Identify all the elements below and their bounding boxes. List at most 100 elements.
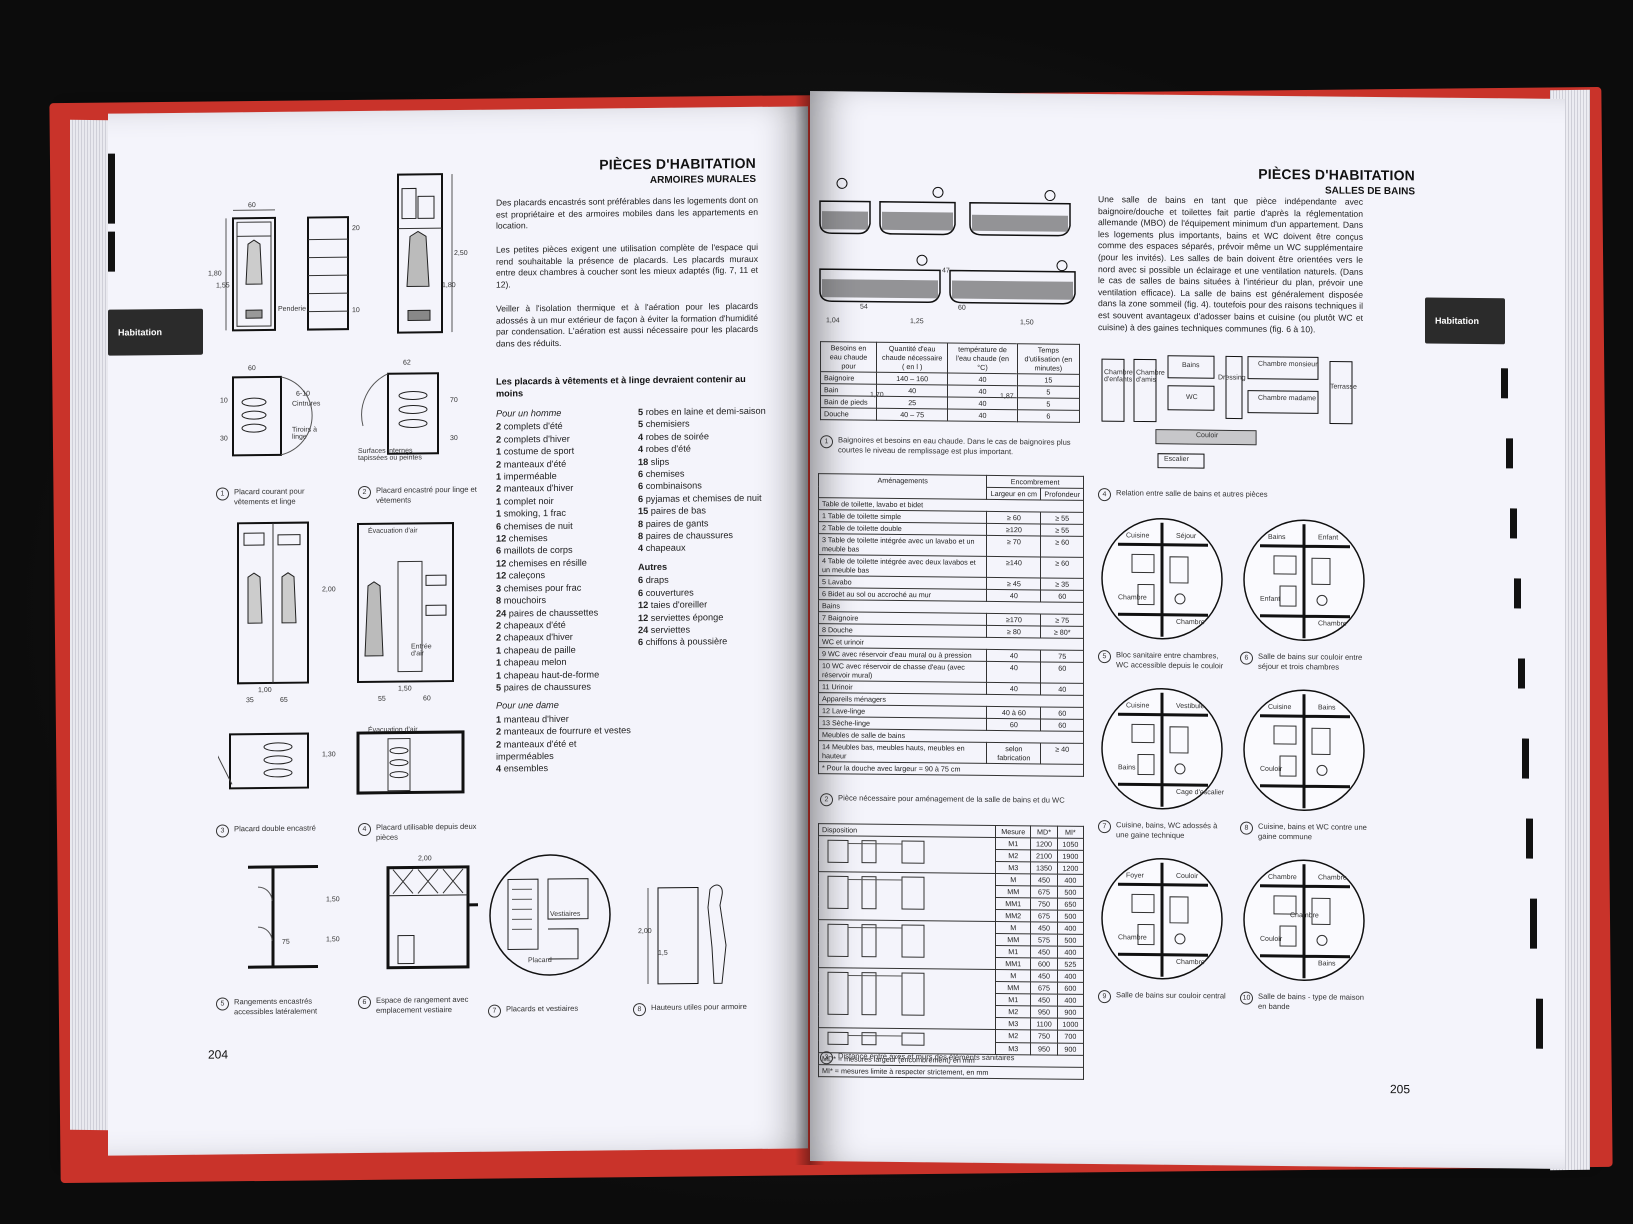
caption-5-number: 5 [216, 997, 229, 1011]
t3-cell: 900 [1057, 1006, 1084, 1019]
list-item-text: robes d'été [645, 443, 691, 455]
t2-cell: 60 [1040, 718, 1084, 732]
t3-header-4: MI* [1057, 826, 1084, 839]
plan-room-label: Bains [1268, 533, 1286, 542]
list-item-text: chapeaux [645, 543, 686, 554]
t2-row: 14 Meubles bas, meubles hauts, meubles e… [818, 740, 1084, 765]
t2-cell: 60 [1040, 706, 1084, 720]
caption-8-text: Hauteurs utiles pour armoire [651, 1001, 747, 1012]
t2-cell: ≥140 [986, 556, 1041, 578]
list-item-text: paires de chaussures [645, 530, 734, 542]
plan4-label: Escalier [1164, 455, 1189, 464]
list-item-qty: 24 [638, 624, 649, 636]
caption-6-text: Espace de rangement avec emplacement ves… [376, 994, 469, 1015]
page-edges-left [70, 119, 110, 1131]
thumb-index-mark [1501, 368, 1508, 399]
list-heading: Les placards à vêtements et à linge devr… [496, 373, 746, 399]
t3-cell: M1 [995, 837, 1031, 850]
caption-7-number: 7 [488, 1004, 501, 1018]
caption-4-number: 4 [358, 822, 371, 837]
t2-cell: ≥ 60 [986, 511, 1041, 524]
t1-cell: Douche [820, 407, 877, 421]
list-item-text: complets d'été [503, 421, 563, 432]
list-item-qty: 18 [638, 456, 649, 467]
t2-cell: ≥ 55 [1040, 523, 1084, 537]
t2-cell: 4 Table de toilette intégrée avec deux l… [818, 554, 987, 578]
thumb-index-mark [1522, 738, 1529, 779]
fig4-dim-d: 60 [423, 695, 431, 703]
bath-dim-5: 1,50 [1020, 319, 1034, 327]
list-item: 4 ensembles [496, 762, 631, 776]
fig7-label-2: Placard [528, 957, 552, 965]
t3-cell: M2 [995, 849, 1031, 862]
list-item-text: manteaux de fourrure et vestes [503, 725, 631, 737]
t2-cell: 40 [986, 661, 1041, 683]
left-page-header: PIÈCES D'HABITATION ARMOIRES MURALES [599, 155, 756, 187]
list-item-text: manteaux d'hiver [503, 483, 574, 494]
list-item-text: draps [645, 575, 669, 586]
figure-2-wardrobe: 2,50 1,80 [388, 170, 468, 341]
plan-room-label: Cuisine [1126, 702, 1150, 710]
caption-r3-text: Distance entre axes et murs des éléments… [838, 1051, 1015, 1063]
t2-cell: 40 [986, 649, 1041, 662]
plan-room-label: Foyer [1126, 872, 1144, 880]
fig8-dim-a: 2,00 [638, 927, 652, 936]
t3-cell: MM [995, 981, 1031, 994]
thumb-index-mark [108, 231, 115, 272]
plan4-label: WC [1186, 393, 1198, 402]
list-item-qty: 4 [496, 763, 502, 774]
t1-cell: 140 – 160 [876, 372, 948, 385]
fig3-dim-g: 30 [220, 435, 228, 443]
plan-room-label: Chambre [1176, 958, 1205, 967]
list-item-text: slips [650, 456, 670, 467]
figure-1-wardrobe: 60 1,80 1,55 Penderie 20 10 [208, 198, 458, 346]
caption-1-text: Placard courant pour vêtements et linge [234, 486, 305, 506]
t1-header-4: Temps d'utilisation (en minutes) [1017, 343, 1080, 375]
t2-header-group: Encombrement [986, 475, 1084, 489]
t1-cell: 40 [947, 396, 1018, 410]
list-item-qty: 6 [638, 469, 644, 480]
fig6-dim-b: 1,50 [326, 936, 340, 944]
figure-6-plans: 1,50 1,50 75 2,00 [218, 855, 478, 978]
plan-room-label: Chambre [1318, 620, 1347, 628]
t2-cell: ≥120 [986, 523, 1041, 536]
list-item-text: imperméable [503, 470, 557, 482]
t3-cell: 700 [1057, 1030, 1084, 1043]
list-item-text: ensembles [503, 763, 549, 774]
list-item-qty: 5 [496, 682, 502, 693]
t2-footnote: * Pour la douche avec largeur = 90 à 75 … [818, 761, 1084, 777]
caption-circle-number: 5 [1098, 650, 1111, 664]
plan-room-label: Couloir [1260, 935, 1283, 943]
list-item-text: robes de soirée [645, 431, 710, 442]
list-subheading: Pour un homme [496, 407, 562, 419]
plan-room-label: Couloir [1260, 765, 1283, 773]
list-item-qty: 8 [496, 595, 502, 606]
bath-dim-4: 60 [958, 304, 966, 312]
list-item-text: paires de gants [645, 518, 709, 529]
list-item-qty: 1 [496, 670, 502, 681]
t2-header-depth: Profondeur [1040, 487, 1084, 501]
t3-cell: 1900 [1057, 850, 1084, 863]
list-item-text: serviettes [650, 624, 691, 635]
t3-cell: 1200 [1030, 837, 1058, 851]
list-item-text: chapeaux d'été [503, 619, 566, 631]
t2-cell: ≥ 35 [1040, 577, 1084, 591]
list-item-qty: 1 [496, 645, 502, 656]
left-thumb-tab: Habitation [108, 308, 203, 356]
list-item-qty: 5 [638, 419, 644, 430]
left-thumb-tab-label: Habitation [118, 327, 162, 338]
fig2-height-dim: 2,50 [454, 249, 468, 258]
list-item-text: chemises [645, 468, 685, 480]
